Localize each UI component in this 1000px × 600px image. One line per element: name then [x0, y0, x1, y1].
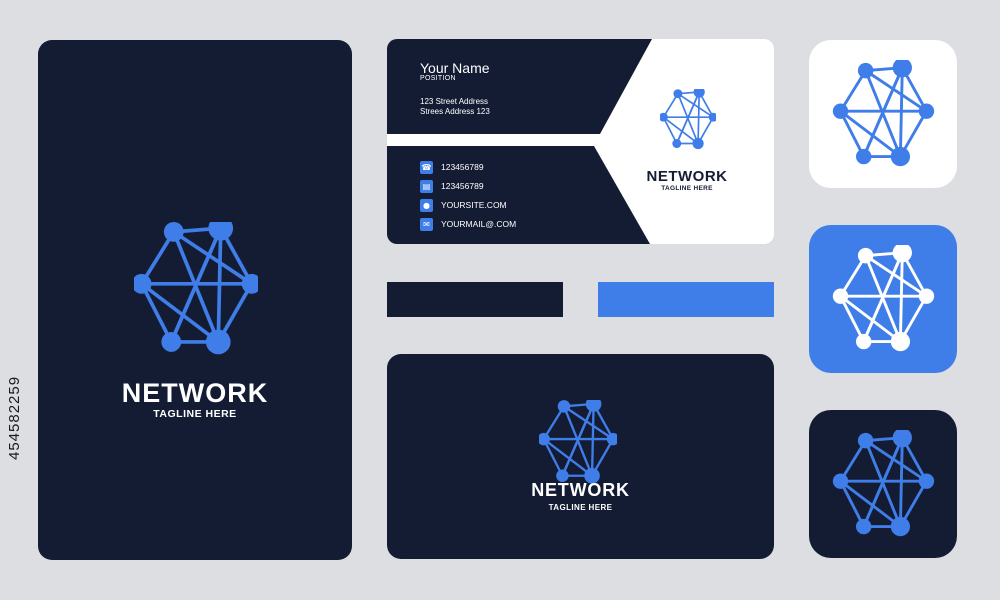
logo-node [673, 89, 683, 99]
logo-node [693, 89, 705, 98]
brand-tagline: TAGLINE HERE [548, 503, 613, 512]
logo-node [890, 146, 911, 167]
color-swatch-blue [598, 282, 774, 317]
app-icon-navy [809, 410, 957, 558]
logo-node [585, 400, 602, 412]
logo-node [584, 467, 600, 484]
network-logo-icon [660, 89, 716, 150]
logo-node [163, 222, 184, 242]
network-logo-icon [539, 400, 617, 484]
card-address-line2: Strees Address 123 [420, 107, 490, 116]
logo-node [857, 247, 874, 264]
globe-icon: ● [420, 198, 433, 212]
mail-icon: ✉ [420, 217, 433, 231]
logo-node [892, 430, 912, 448]
logo-node [857, 62, 874, 79]
app-icon-blue [809, 225, 957, 373]
brand-name: NETWORK [121, 378, 269, 408]
logo-node [606, 432, 617, 446]
logo-node [855, 518, 872, 535]
network-logo-icon [832, 430, 935, 537]
logo-node [918, 103, 935, 119]
color-swatch-navy [387, 282, 563, 317]
contact-website: YOURSITE.COM [441, 200, 507, 210]
business-card-front: Your Name POSITION 123 Street Address St… [387, 39, 774, 244]
logo-node [918, 288, 935, 304]
logo-node [161, 332, 182, 352]
app-icon-white [809, 40, 957, 188]
contact-fax: 123456789 [441, 181, 484, 191]
brand-tagline: TAGLINE HERE [153, 408, 237, 420]
logo-node [241, 273, 258, 294]
logo-node [539, 432, 550, 446]
contact-row-fax: ▤ 123456789 [420, 179, 484, 193]
logo-node [208, 222, 234, 241]
logo-node [832, 288, 849, 304]
letterhead-card: NETWORK TAGLINE HERE [38, 40, 352, 560]
logo-node [832, 103, 849, 119]
business-card-back: NETWORK TAGLINE HERE [387, 354, 774, 559]
logo-node [205, 329, 231, 355]
card-position: POSITION [420, 75, 456, 82]
logo-node [855, 333, 872, 350]
contact-phone: 123456789 [441, 162, 484, 172]
brand-name: NETWORK [646, 168, 728, 185]
network-logo-icon [832, 60, 935, 167]
logo-node [890, 516, 911, 537]
card-address-line1: 123 Street Address [420, 97, 489, 106]
logo-node [918, 473, 935, 489]
logo-node [672, 139, 682, 148]
brand-tagline: TAGLINE HERE [661, 185, 713, 192]
logo-node [556, 469, 569, 482]
logo-node [892, 60, 912, 78]
stock-id-text: 454582259 [6, 375, 23, 460]
contact-row-phone: ☎ 123456789 [420, 160, 484, 174]
fax-icon: ▤ [420, 179, 433, 193]
brand-name: NETWORK [531, 480, 630, 500]
logo-node [134, 273, 152, 294]
logo-node [708, 112, 716, 122]
network-logo-icon [832, 245, 935, 352]
logo-node [892, 245, 912, 263]
phone-icon: ☎ [420, 160, 433, 174]
logo-node [660, 112, 668, 122]
logo-node [890, 331, 911, 352]
contact-row-website: ● YOURSITE.COM [420, 198, 507, 212]
logo-node [557, 400, 571, 413]
network-logo-icon [134, 222, 258, 355]
card-person-name: Your Name [420, 60, 490, 76]
logo-node [855, 148, 872, 165]
logo-node [692, 137, 704, 150]
contact-row-email: ✉ YOURMAIL@.COM [420, 217, 516, 231]
logo-node [832, 473, 849, 489]
logo-node [857, 432, 874, 449]
card-background-shapes [387, 39, 652, 244]
contact-email: YOURMAIL@.COM [441, 219, 517, 229]
